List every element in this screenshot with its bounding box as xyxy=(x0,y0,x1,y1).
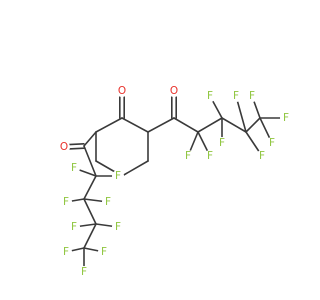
single-bond xyxy=(245,117,261,133)
atom-label-background xyxy=(204,150,216,162)
bond-layer xyxy=(63,90,287,273)
single-bond xyxy=(197,117,223,133)
fluorine-atom-label: F xyxy=(101,246,107,258)
oxygen-atom-label: O xyxy=(118,85,126,97)
atom-label-background xyxy=(216,137,228,149)
single-bond xyxy=(83,175,97,200)
atom-label-background xyxy=(68,221,80,233)
fluorine-atom-label: F xyxy=(233,90,239,102)
single-bond xyxy=(83,145,97,177)
atom-label-background xyxy=(116,85,128,97)
fluorine-atom-label: F xyxy=(219,137,225,149)
fluorine-atom-label: F xyxy=(207,150,213,162)
atom-label-background xyxy=(168,85,180,97)
single-bond xyxy=(83,198,97,225)
single-bond xyxy=(173,117,199,133)
atom-label-background xyxy=(112,170,124,182)
single-bond xyxy=(235,95,247,133)
single-bond xyxy=(83,223,97,249)
fluorine-atom-label: F xyxy=(185,150,191,162)
atom-label-background xyxy=(60,196,72,208)
single-bond xyxy=(147,117,175,133)
fluorine-atom-label: F xyxy=(115,221,121,233)
atom-label-background xyxy=(78,266,90,278)
single-bond xyxy=(121,160,149,177)
fluorine-atom-label: F xyxy=(283,112,289,124)
fluorine-atom-label: F xyxy=(81,266,87,278)
single-bond xyxy=(121,117,149,133)
fluorine-atom-label: F xyxy=(63,196,69,208)
fluorine-atom-label: F xyxy=(71,221,77,233)
oxygen-atom-label: O xyxy=(60,141,68,153)
fluorine-atom-label: F xyxy=(259,150,265,162)
fluorine-atom-label: F xyxy=(207,90,213,102)
fluorine-atom-label: F xyxy=(269,137,275,149)
oxygen-atom-label: O xyxy=(170,85,178,97)
atom-label-background xyxy=(230,90,242,102)
atom-label-background xyxy=(280,112,292,124)
atom-label-background xyxy=(68,162,80,174)
atom-label-background xyxy=(256,150,268,162)
atom-label-background xyxy=(58,141,70,153)
single-bond xyxy=(95,117,123,133)
atom-label-background xyxy=(246,90,258,102)
fluorine-atom-label: F xyxy=(249,90,255,102)
atom-label-background xyxy=(112,221,124,233)
atom-label-background xyxy=(204,90,216,102)
fluorine-atom-label: F xyxy=(115,170,121,182)
atom-label-background xyxy=(60,246,72,258)
single-bond xyxy=(83,131,97,147)
atom-label-background xyxy=(182,150,194,162)
atom-label-background xyxy=(98,246,110,258)
atom-label-background xyxy=(102,196,114,208)
single-bond xyxy=(221,117,247,133)
atom-label-background xyxy=(266,137,278,149)
fluorine-atom-label: F xyxy=(71,162,77,174)
fluorine-atom-label: F xyxy=(63,246,69,258)
fluorine-atom-label: F xyxy=(105,196,111,208)
